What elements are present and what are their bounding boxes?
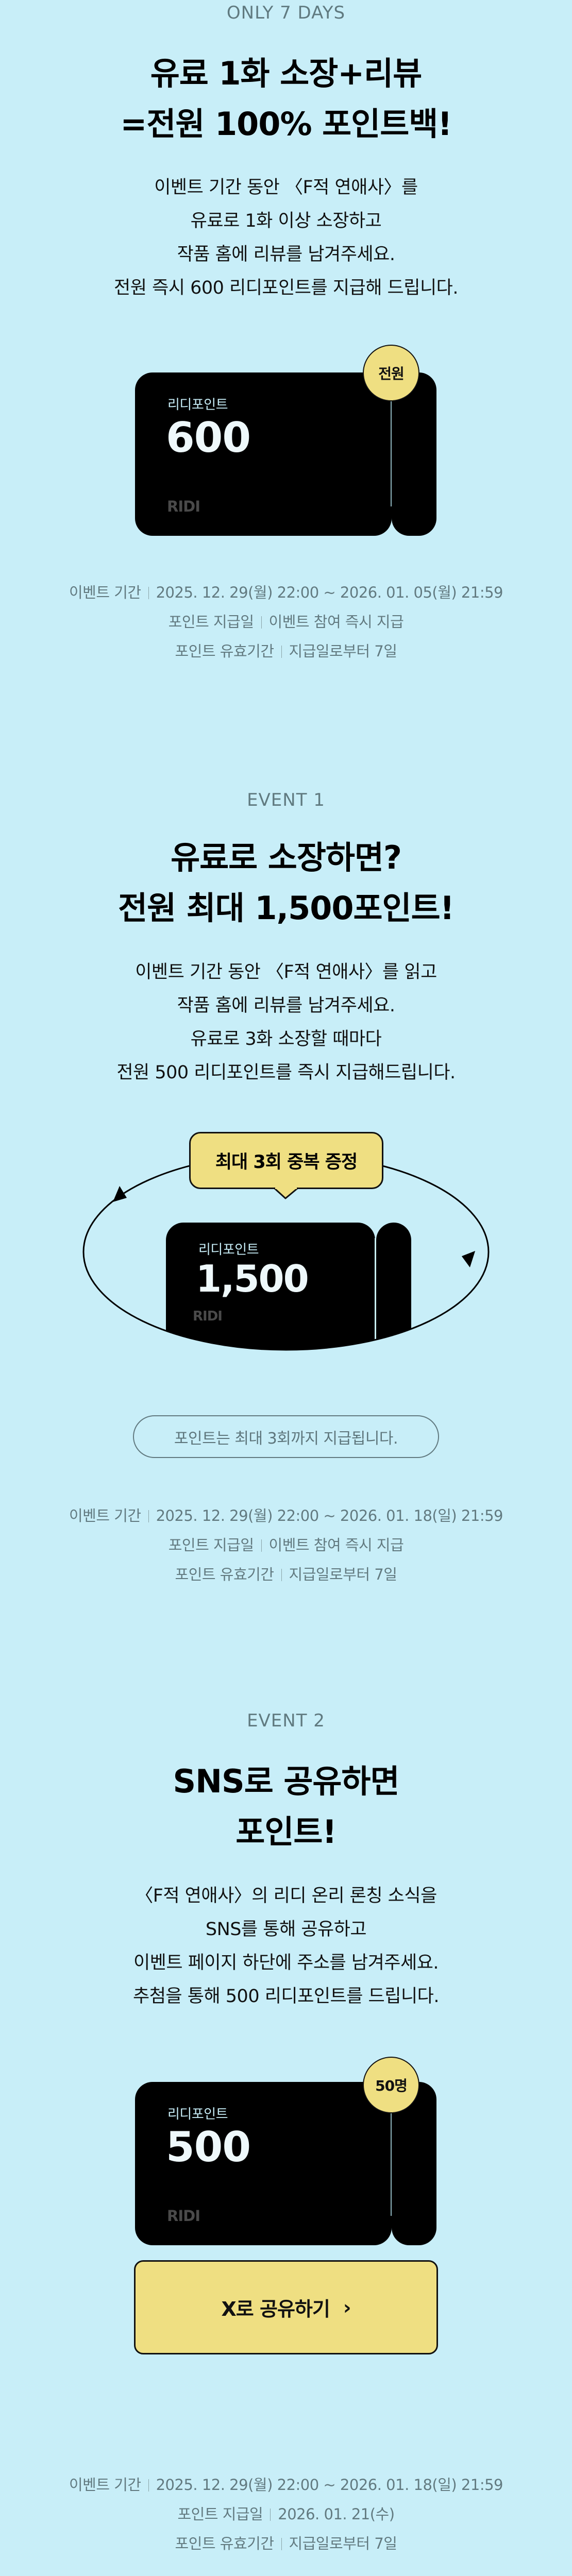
card-label: 리디포인트	[167, 2107, 228, 2122]
card-divider	[391, 2092, 392, 2216]
card-amount: 600	[166, 414, 251, 462]
description-line: SNS를 통해 공유하고	[205, 1919, 367, 1940]
info-row-validity: 포인트 유효기간 지급일로부터 7일	[0, 637, 572, 666]
separator	[148, 2479, 149, 2492]
info-label: 포인트 지급일	[177, 2505, 263, 2523]
description-line: 유료로 1화 이상 소장하고	[190, 211, 382, 231]
separator	[148, 1510, 149, 1522]
separator	[281, 2538, 282, 2550]
point-card-500: 리디포인트 500 RIDI	[135, 2082, 436, 2245]
intro-info: 이벤트 기간 2025. 12. 29(월) 22:00 ~ 2026. 01. …	[0, 578, 572, 666]
description-line: 유료로 3화 소장할 때마다	[190, 1029, 382, 1049]
info-label: 포인트 지급일	[168, 613, 254, 631]
description-line: 추첨을 통해 500 리디포인트를 드립니다.	[133, 1986, 439, 2007]
event2-info: 이벤트 기간 2025. 12. 29(월) 22:00 ~ 2026. 01. …	[0, 2470, 572, 2558]
description-line: 이벤트 기간 동안 〈F적 연애사〉를 읽고	[135, 962, 437, 982]
share-button-label: X로 공유하기	[221, 2298, 330, 2320]
info-value: 2026. 01. 21(수)	[278, 2505, 395, 2523]
event2-eyebrow: EVENT 2	[247, 1710, 325, 1731]
info-row-payment: 포인트 지급일 이벤트 참여 즉시 지급	[0, 607, 572, 637]
event2-description: 〈F적 연애사〉의 리디 온리 론칭 소식을 SNS를 통해 공유하고 이벤트 …	[0, 1879, 572, 2013]
description-line: 작품 홈에 리뷰를 남겨주세요.	[177, 995, 395, 1016]
event1-info: 이벤트 기간 2025. 12. 29(월) 22:00 ~ 2026. 01. …	[0, 1501, 572, 1589]
intro-eyebrow: ONLY 7 DAYS	[226, 3, 346, 23]
event2-title-line: SNS로 공유하면	[173, 1762, 400, 1800]
chevron-right-icon: ›	[343, 2296, 351, 2319]
info-label: 포인트 지급일	[168, 1536, 254, 1554]
share-on-x-button[interactable]: X로 공유하기 ›	[134, 2260, 438, 2354]
card-brand: RIDI	[193, 1309, 223, 1324]
description-line: 작품 홈에 리뷰를 남겨주세요.	[177, 244, 395, 265]
card-divider	[391, 383, 392, 506]
separator	[270, 2509, 271, 2521]
info-row-payment: 포인트 지급일 2026. 01. 21(수)	[0, 2500, 572, 2529]
separator	[261, 1539, 262, 1552]
card-amount: 1,500	[196, 1257, 309, 1300]
arrow-right-icon	[461, 1250, 476, 1267]
info-label: 포인트 유효기간	[175, 1566, 274, 1583]
info-value: 이벤트 참여 즉시 지급	[268, 1536, 404, 1554]
card-label: 리디포인트	[198, 1242, 259, 1258]
intro-description: 이벤트 기간 동안 〈F적 연애사〉를 유료로 1화 이상 소장하고 작품 홈에…	[0, 171, 572, 305]
info-row-payment: 포인트 지급일 이벤트 참여 즉시 지급	[0, 1531, 572, 1560]
intro-title-line: 유료 1화 소장+리뷰	[150, 55, 423, 92]
card-body	[135, 2082, 392, 2245]
info-row-period: 이벤트 기간 2025. 12. 29(월) 22:00 ~ 2026. 01. …	[0, 1501, 572, 1531]
info-row-period: 이벤트 기간 2025. 12. 29(월) 22:00 ~ 2026. 01. …	[0, 2470, 572, 2500]
event1-eyebrow: EVENT 1	[247, 790, 325, 810]
description-line: 이벤트 페이지 하단에 주소를 남겨주세요.	[133, 1953, 439, 1973]
intro-title-line: =전원 100% 포인트백!	[120, 105, 452, 143]
max-3-payments-notice: 포인트는 최대 3회까지 지급됩니다.	[133, 1415, 439, 1458]
max-3-times-bubble: 최대 3회 중복 증정	[189, 1132, 383, 1189]
info-label: 이벤트 기간	[69, 584, 141, 601]
separator	[148, 587, 149, 599]
info-value: 지급일로부터 7일	[289, 2535, 397, 2552]
intro-title: 유료 1화 소장+리뷰 =전원 100% 포인트백!	[0, 48, 572, 149]
description-line: 전원 즉시 600 리디포인트를 지급해 드립니다.	[114, 278, 458, 298]
card-brand: RIDI	[167, 2207, 200, 2225]
info-row-period: 이벤트 기간 2025. 12. 29(월) 22:00 ~ 2026. 01. …	[0, 578, 572, 607]
card-label: 리디포인트	[167, 397, 228, 413]
description-line: 전원 500 리디포인트를 즉시 지급해드립니다.	[116, 1062, 456, 1083]
event2-title-line: 포인트!	[235, 1813, 337, 1851]
info-value: 2025. 12. 29(월) 22:00 ~ 2026. 01. 05(월) …	[156, 584, 503, 601]
event1-description: 이벤트 기간 동안 〈F적 연애사〉를 읽고 작품 홈에 리뷰를 남겨주세요. …	[0, 956, 572, 1090]
bubble-tail	[273, 1185, 298, 1199]
arrow-left-icon	[113, 1186, 127, 1202]
description-line: 〈F적 연애사〉의 리디 온리 론칭 소식을	[135, 1886, 437, 1906]
point-card-600: 리디포인트 600 RIDI	[135, 372, 436, 536]
event1-title: 유료로 소장하면? 전원 최대 1,500포인트!	[0, 833, 572, 934]
info-value: 지급일로부터 7일	[289, 642, 397, 660]
event1-title-line: 유료로 소장하면?	[171, 839, 402, 876]
info-row-validity: 포인트 유효기간 지급일로부터 7일	[0, 1560, 572, 1589]
info-value: 이벤트 참여 즉시 지급	[268, 613, 404, 631]
description-line: 이벤트 기간 동안 〈F적 연애사〉를	[154, 177, 418, 198]
info-row-validity: 포인트 유효기간 지급일로부터 7일	[0, 2529, 572, 2558]
info-value: 지급일로부터 7일	[289, 1566, 397, 1583]
event2-title: SNS로 공유하면 포인트!	[0, 1756, 572, 1857]
separator	[261, 616, 262, 629]
info-label: 포인트 유효기간	[175, 642, 274, 660]
card-body	[135, 372, 392, 536]
card-brand: RIDI	[167, 498, 200, 515]
card-amount: 500	[166, 2123, 251, 2171]
info-label: 포인트 유효기간	[175, 2535, 274, 2552]
badge-everyone: 전원	[363, 345, 419, 401]
event1-title-line: 전원 최대 1,500포인트!	[118, 889, 455, 927]
info-label: 이벤트 기간	[69, 1507, 141, 1524]
separator	[281, 646, 282, 658]
info-label: 이벤트 기간	[69, 2476, 141, 2494]
badge-50-people: 50명	[363, 2057, 419, 2113]
info-value: 2025. 12. 29(월) 22:00 ~ 2026. 01. 18(일) …	[156, 1507, 503, 1524]
card-1500-clipped	[166, 1223, 411, 1350]
info-value: 2025. 12. 29(월) 22:00 ~ 2026. 01. 18(일) …	[156, 2476, 503, 2494]
separator	[281, 1569, 282, 1581]
